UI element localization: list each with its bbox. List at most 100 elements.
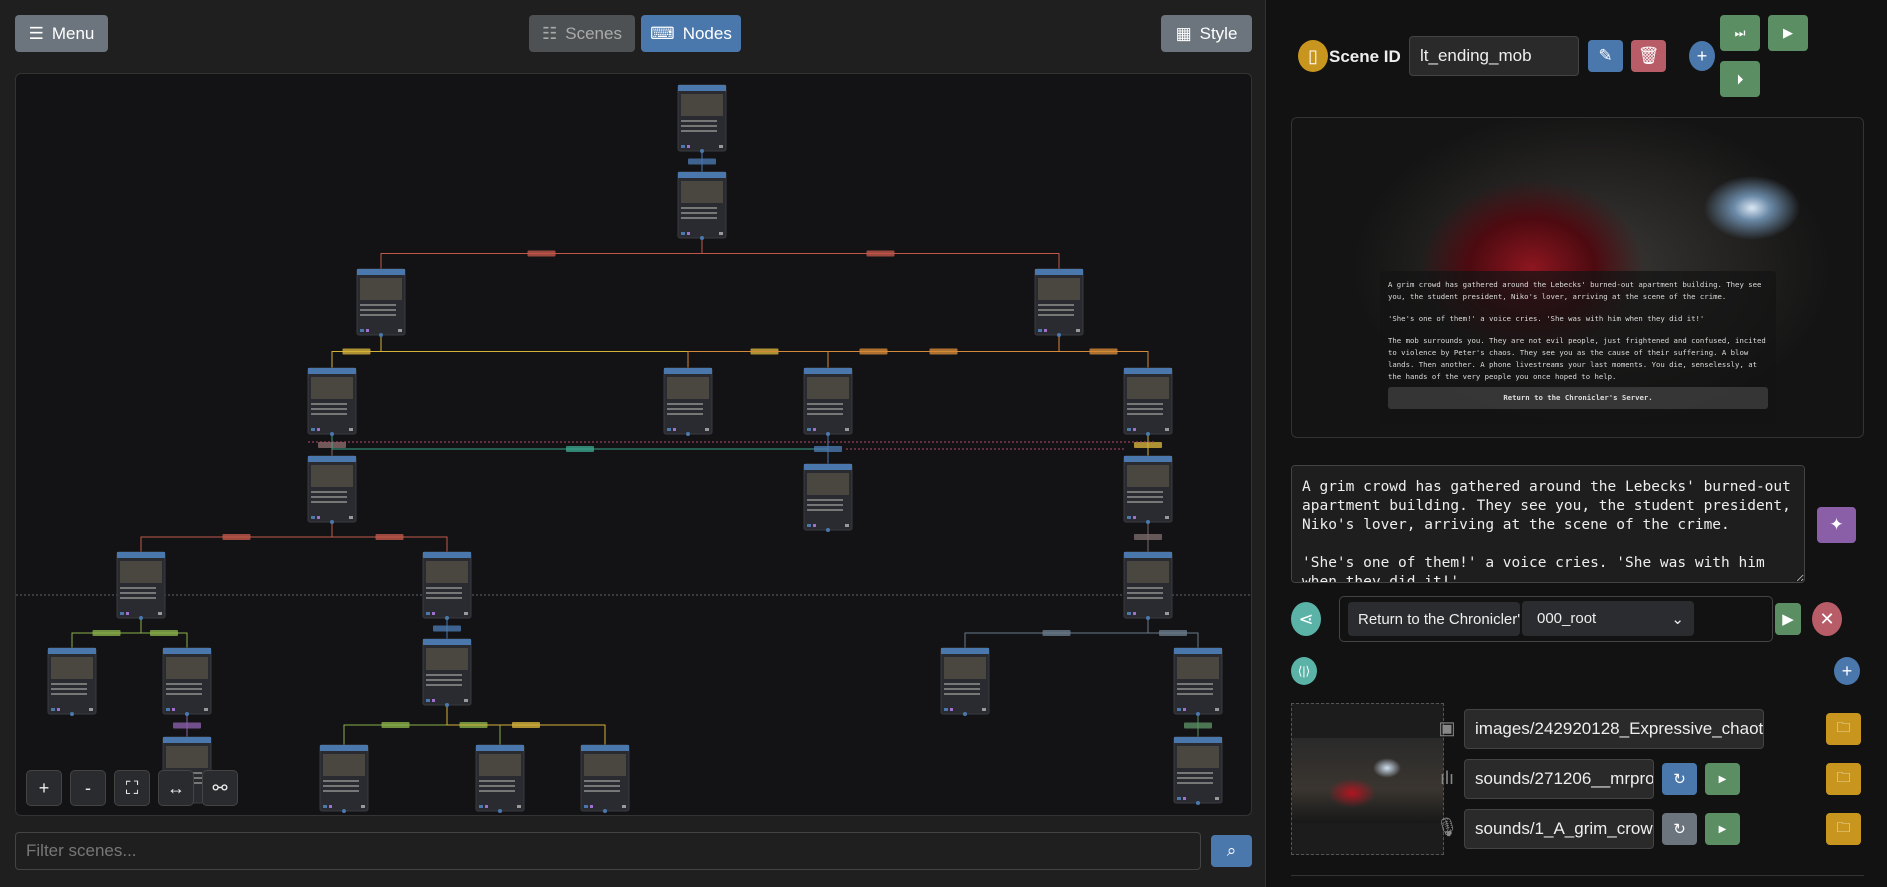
- filter-scenes-input[interactable]: [15, 832, 1201, 870]
- node-text-line[interactable]: [120, 597, 156, 599]
- node-text-line[interactable]: [807, 509, 843, 511]
- fit-width-button[interactable]: ↔: [158, 770, 194, 806]
- node-image-icon[interactable]: [807, 524, 811, 527]
- node-thumbnail[interactable]: [1127, 465, 1169, 487]
- node-header[interactable]: [423, 639, 471, 645]
- preview-choice-button[interactable]: Return to the Chronicler's Server.: [1388, 387, 1768, 409]
- node-menu-icon[interactable]: [845, 428, 849, 431]
- node-output-port[interactable]: [70, 712, 74, 716]
- node-menu-icon[interactable]: [705, 428, 709, 431]
- node-sound-icon[interactable]: [813, 524, 816, 527]
- node-menu-icon[interactable]: [982, 708, 986, 711]
- browse-image-button[interactable]: 🗀: [1826, 713, 1861, 745]
- node-output-port[interactable]: [1196, 712, 1200, 716]
- node-text-line[interactable]: [51, 693, 87, 695]
- node-text-line[interactable]: [807, 499, 843, 501]
- node-menu-icon[interactable]: [158, 612, 162, 615]
- node-menu-icon[interactable]: [1215, 708, 1219, 711]
- node-thumbnail[interactable]: [51, 657, 93, 679]
- choice-text-input[interactable]: Return to the Chronicler's Server.: [1348, 602, 1520, 636]
- node-menu-icon[interactable]: [1076, 329, 1080, 332]
- node-menu-icon[interactable]: [517, 805, 521, 808]
- play-sound-button[interactable]: ▶: [1705, 763, 1740, 795]
- node-header[interactable]: [678, 172, 726, 178]
- node-text-line[interactable]: [426, 684, 462, 686]
- node-thumbnail[interactable]: [360, 278, 402, 300]
- node-header[interactable]: [1124, 456, 1172, 462]
- node-text-line[interactable]: [1127, 496, 1163, 498]
- node-text-line[interactable]: [681, 125, 717, 127]
- node-text-line[interactable]: [681, 217, 717, 219]
- node-thumbnail[interactable]: [1177, 657, 1219, 679]
- node-text-line[interactable]: [1177, 777, 1213, 779]
- node-text-line[interactable]: [807, 413, 843, 415]
- node-output-port[interactable]: [826, 432, 830, 436]
- node-thumbnail[interactable]: [311, 465, 353, 487]
- node-image-icon[interactable]: [166, 708, 170, 711]
- play-from-here-button[interactable]: ⏵: [1720, 61, 1760, 97]
- remove-choice-button[interactable]: ✕: [1812, 602, 1842, 636]
- node-text-line[interactable]: [426, 597, 462, 599]
- voice-path-input[interactable]: sounds/1_A_grim_crowd_ha: [1464, 809, 1654, 849]
- node-text-line[interactable]: [51, 683, 87, 685]
- node-sound-icon[interactable]: [590, 805, 593, 808]
- image-path-input[interactable]: images/242920128_Expressive_chaotic_p: [1464, 709, 1764, 749]
- node-text-line[interactable]: [1127, 413, 1163, 415]
- node-sound-icon[interactable]: [950, 708, 953, 711]
- node-image-icon[interactable]: [1177, 708, 1181, 711]
- node-header[interactable]: [678, 85, 726, 91]
- browse-voice-button[interactable]: 🗀: [1826, 813, 1861, 845]
- node-header[interactable]: [664, 368, 712, 374]
- ai-generate-button[interactable]: ✦: [1817, 507, 1856, 543]
- node-thumbnail[interactable]: [166, 746, 208, 768]
- sound-path-input[interactable]: sounds/271206__mrprofdrdr: [1464, 759, 1654, 799]
- node-header[interactable]: [163, 737, 211, 743]
- node-header[interactable]: [1124, 368, 1172, 374]
- node-image-icon[interactable]: [120, 612, 124, 615]
- node-menu-icon[interactable]: [1215, 797, 1219, 800]
- node-menu-icon[interactable]: [349, 428, 353, 431]
- node-text-line[interactable]: [426, 592, 462, 594]
- node-sound-icon[interactable]: [317, 428, 320, 431]
- node-sound-icon[interactable]: [813, 428, 816, 431]
- node-text-line[interactable]: [667, 408, 703, 410]
- node-graph-canvas[interactable]: [15, 73, 1252, 816]
- node-text-line[interactable]: [426, 587, 462, 589]
- node-sound-icon[interactable]: [126, 612, 129, 615]
- node-menu-icon[interactable]: [1165, 516, 1169, 519]
- node-thumbnail[interactable]: [944, 657, 986, 679]
- node-text-line[interactable]: [311, 491, 347, 493]
- node-header[interactable]: [423, 552, 471, 558]
- node-text-line[interactable]: [1127, 501, 1163, 503]
- node-text-line[interactable]: [807, 504, 843, 506]
- node-image-icon[interactable]: [311, 428, 315, 431]
- image-thumbnail[interactable]: [1291, 703, 1444, 855]
- node-sound-icon[interactable]: [366, 329, 369, 332]
- node-output-port[interactable]: [1057, 333, 1061, 337]
- node-text-line[interactable]: [1127, 587, 1163, 589]
- play-button[interactable]: ▶: [1768, 15, 1808, 51]
- node-output-port[interactable]: [139, 616, 143, 620]
- node-text-line[interactable]: [479, 785, 515, 787]
- node-thumbnail[interactable]: [1038, 278, 1080, 300]
- node-text-line[interactable]: [807, 403, 843, 405]
- node-thumbnail[interactable]: [1127, 561, 1169, 583]
- node-image-icon[interactable]: [584, 805, 588, 808]
- node-text-line[interactable]: [311, 501, 347, 503]
- zoom-out-button[interactable]: -: [70, 770, 106, 806]
- node-header[interactable]: [941, 648, 989, 654]
- node-text-line[interactable]: [807, 408, 843, 410]
- scene-id-input[interactable]: lt_ending_mob: [1409, 36, 1579, 76]
- node-output-port[interactable]: [330, 520, 334, 524]
- node-sound-icon[interactable]: [329, 805, 332, 808]
- node-image-icon[interactable]: [667, 428, 671, 431]
- node-text-line[interactable]: [1038, 304, 1074, 306]
- node-output-port[interactable]: [963, 712, 967, 716]
- node-output-port[interactable]: [342, 809, 346, 813]
- node-thumbnail[interactable]: [426, 648, 468, 670]
- node-text-line[interactable]: [944, 693, 980, 695]
- node-thumbnail[interactable]: [479, 754, 521, 776]
- menu-button[interactable]: ☰Menu: [15, 15, 108, 52]
- node-text-line[interactable]: [166, 683, 202, 685]
- node-header[interactable]: [308, 456, 356, 462]
